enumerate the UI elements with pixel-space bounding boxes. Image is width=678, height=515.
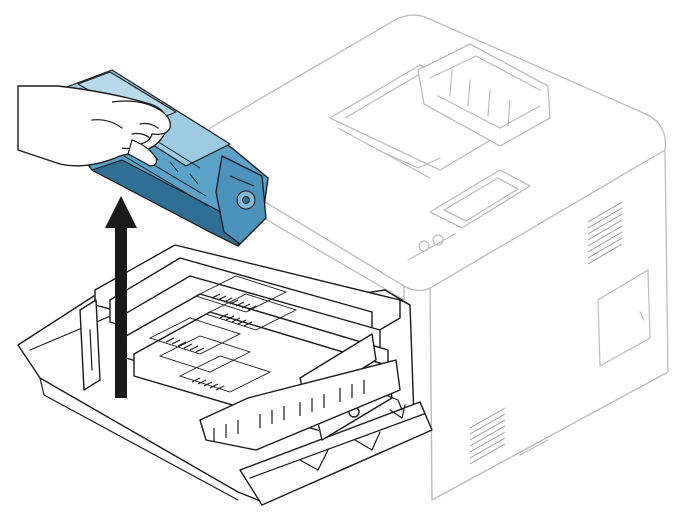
- up-arrow-icon: [105, 196, 137, 398]
- cartridge-drawer: [17, 244, 433, 506]
- hand-icon: [17, 85, 171, 167]
- side-vent-lower: [469, 407, 506, 465]
- printer-body: [208, 14, 669, 501]
- side-vent-upper: [587, 201, 623, 265]
